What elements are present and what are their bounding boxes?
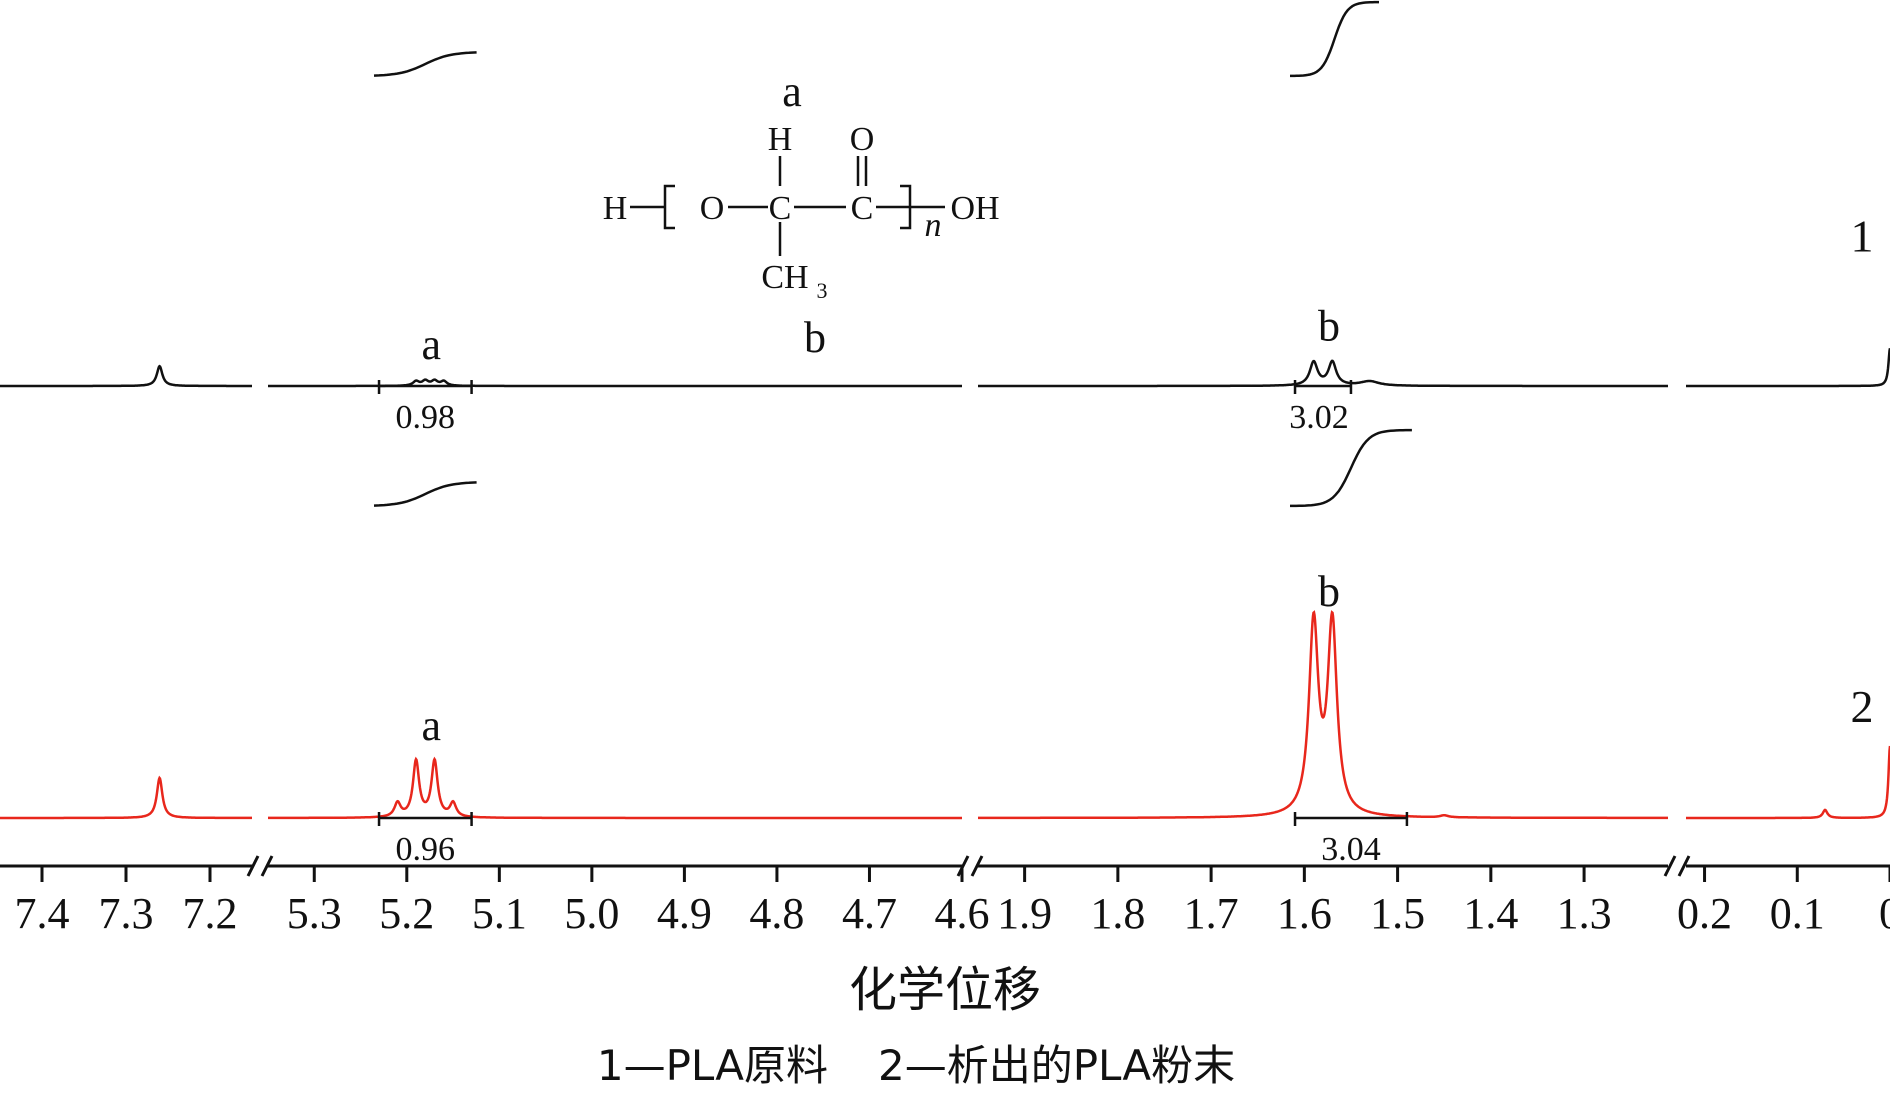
x-tick-label-0: 0 — [1879, 889, 1890, 938]
structure-c: C — [769, 190, 792, 227]
integral-curve-1-0 — [373, 51, 477, 77]
x-tick-label-4.7: 4.7 — [842, 889, 897, 938]
x-tick-label-1.4: 1.4 — [1463, 889, 1518, 938]
spectrum-1-trace-3 — [1686, 347, 1890, 388]
x-tick-label-1.3: 1.3 — [1557, 889, 1612, 938]
peak-label-2-b: b — [1318, 567, 1340, 616]
integral-curve-2-1 — [1290, 428, 1412, 508]
x-tick-label-0.1: 0.1 — [1770, 889, 1825, 938]
structure-n: n — [925, 207, 942, 244]
spectrum-1-trace-2 — [978, 359, 1668, 388]
structure-h-end: H — [603, 190, 628, 227]
caption-series-1: 1—PLA原料 — [597, 1041, 828, 1090]
integral-bracket-1-0 — [377, 380, 473, 394]
spectrum-2: 2 a b 0.96 3.04 — [0, 428, 1890, 868]
peak-label-1-b: b — [1318, 302, 1340, 351]
axis-break-0 — [246, 855, 274, 877]
structure-h-top: H — [768, 121, 793, 158]
integral-curve-2-0 — [373, 481, 477, 507]
x-tick-label-7.2: 7.2 — [183, 889, 238, 938]
structure-oh: OH — [950, 190, 999, 227]
integral-value-1-0: 0.98 — [396, 399, 456, 436]
integral-curve-1-1 — [1290, 0, 1379, 78]
spectrum-1-trace-0 — [0, 364, 252, 388]
integral-value-2-0: 0.96 — [396, 831, 456, 868]
integral-value-1-1: 3.02 — [1289, 399, 1349, 436]
x-axis-label: 化学位移 — [849, 962, 1041, 1018]
spectrum-2-trace-1 — [268, 756, 962, 820]
x-tick-label-0.2: 0.2 — [1677, 889, 1732, 938]
integral-bracket-2-1 — [1293, 812, 1409, 826]
caption-series-2: 2—析出的PLA粉末 — [878, 1041, 1235, 1090]
integral-bracket-1-1 — [1293, 380, 1353, 394]
x-tick-label-4.8: 4.8 — [749, 889, 804, 938]
structure-ch: CH — [761, 259, 808, 296]
axis-break-2 — [1663, 855, 1691, 877]
structure-label-b: b — [804, 313, 826, 362]
structure-label-a: a — [782, 67, 802, 116]
peak-label-1-a: a — [422, 320, 442, 369]
structure-bracket-left — [663, 184, 675, 230]
x-tick-label-5.2: 5.2 — [379, 889, 434, 938]
series-label-1: 1 — [1851, 211, 1874, 262]
spectrum-2-trace-2 — [978, 610, 1668, 820]
x-tick-label-7.3: 7.3 — [99, 889, 154, 938]
spectrum-2-trace-0 — [0, 775, 252, 820]
x-tick-label-1.8: 1.8 — [1090, 889, 1145, 938]
structure-o: O — [700, 190, 725, 227]
structure-sub3: 3 — [817, 278, 828, 303]
series-label-2: 2 — [1851, 681, 1874, 732]
x-tick-label-4.6: 4.6 — [935, 889, 990, 938]
peak-label-2-a: a — [422, 701, 442, 750]
pla-structure: a H O H O C C n OH CH 3 b — [603, 67, 1000, 362]
x-tick-label-1.9: 1.9 — [997, 889, 1052, 938]
plot-area: 1 a b 0.98 3.02 2 a b 0.96 3.04 — [0, 0, 1890, 868]
integral-bracket-2-0 — [377, 812, 473, 826]
caption: 1—PLA原料 2—析出的PLA粉末 — [597, 1041, 1235, 1090]
x-tick-label-1.7: 1.7 — [1184, 889, 1239, 938]
x-tick-label-5.3: 5.3 — [287, 889, 342, 938]
axis-break-1 — [956, 855, 984, 877]
spectrum-2-trace-3 — [1686, 745, 1890, 820]
x-tick-label-4.9: 4.9 — [657, 889, 712, 938]
x-tick-label-5.0: 5.0 — [564, 889, 619, 938]
x-tick-label-1.5: 1.5 — [1370, 889, 1425, 938]
structure-c-carbonyl: C — [851, 190, 874, 227]
x-tick-label-7.4: 7.4 — [15, 889, 70, 938]
x-tick-label-5.1: 5.1 — [472, 889, 527, 938]
structure-o-carbonyl: O — [850, 121, 875, 158]
integral-value-2-1: 3.04 — [1321, 831, 1381, 868]
spectrum-1-trace-1 — [268, 378, 962, 388]
x-tick-label-1.6: 1.6 — [1277, 889, 1332, 938]
spectrum-1: 1 a b 0.98 3.02 — [0, 0, 1890, 436]
